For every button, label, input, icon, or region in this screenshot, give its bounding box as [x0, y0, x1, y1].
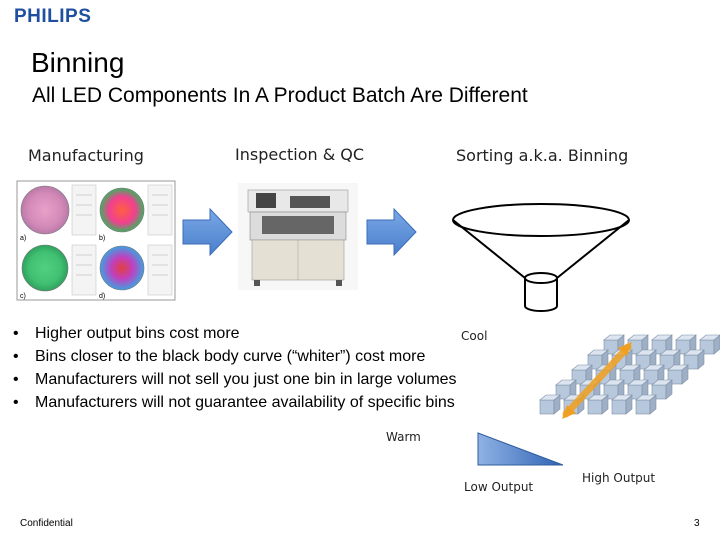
- bin-cube: [635, 394, 657, 415]
- bullet-list: Higher output bins cost more Bins closer…: [13, 322, 457, 414]
- stage-sorting-label: Sorting a.k.a. Binning: [456, 146, 629, 165]
- philips-logo: PHILIPS: [14, 6, 92, 27]
- stage-manufacturing-label: Manufacturing: [28, 146, 144, 165]
- wafer-maps-image: a) b) c) d): [16, 180, 176, 301]
- wafer-label-d: d): [99, 293, 105, 300]
- warm-label: Warm: [386, 430, 421, 444]
- wafer-label-c: c): [20, 293, 26, 300]
- confidential-footer: Confidential: [20, 518, 73, 529]
- wafer-map-c: c): [20, 244, 97, 300]
- wafer-map-d: d): [99, 244, 173, 300]
- process-arrow-2: [366, 207, 417, 257]
- bin-cube: [571, 364, 593, 385]
- output-wedge: [477, 432, 564, 466]
- page-number: 3: [694, 518, 700, 529]
- bin-cube: [603, 379, 625, 400]
- bin-cube: [539, 394, 561, 415]
- arrowhead-icon: [618, 342, 632, 356]
- bullet-item: Bins closer to the black body curve (“wh…: [13, 345, 457, 368]
- bin-grid: [539, 334, 720, 419]
- bin-cube: [611, 394, 633, 415]
- bullet-item: Higher output bins cost more: [13, 322, 457, 345]
- slide-title: Binning: [31, 47, 125, 78]
- wafer-label-b: b): [99, 235, 105, 242]
- bin-selection-arrow: [562, 343, 632, 418]
- arrowhead-icon: [562, 405, 576, 419]
- high-output-label: High Output: [582, 471, 656, 485]
- bin-cube: [643, 364, 665, 385]
- wafer-map-b: b): [99, 184, 173, 242]
- sorting-funnel: [452, 203, 630, 312]
- cool-label: Cool: [461, 329, 488, 343]
- wafer-map-a: a): [20, 184, 97, 242]
- bullet-item: Manufacturers will not sell you just one…: [13, 368, 457, 391]
- wafer-label-a: a): [20, 235, 26, 242]
- process-arrow-1: [182, 207, 233, 257]
- bullet-item: Manufacturers will not guarantee availab…: [13, 391, 457, 414]
- slide-subtitle: All LED Components In A Product Batch Ar…: [32, 84, 528, 107]
- low-output-label: Low Output: [464, 480, 534, 494]
- bin-cube: [587, 394, 609, 415]
- inspection-machine-image: [238, 183, 358, 290]
- stage-inspection-label: Inspection & QC: [235, 145, 365, 164]
